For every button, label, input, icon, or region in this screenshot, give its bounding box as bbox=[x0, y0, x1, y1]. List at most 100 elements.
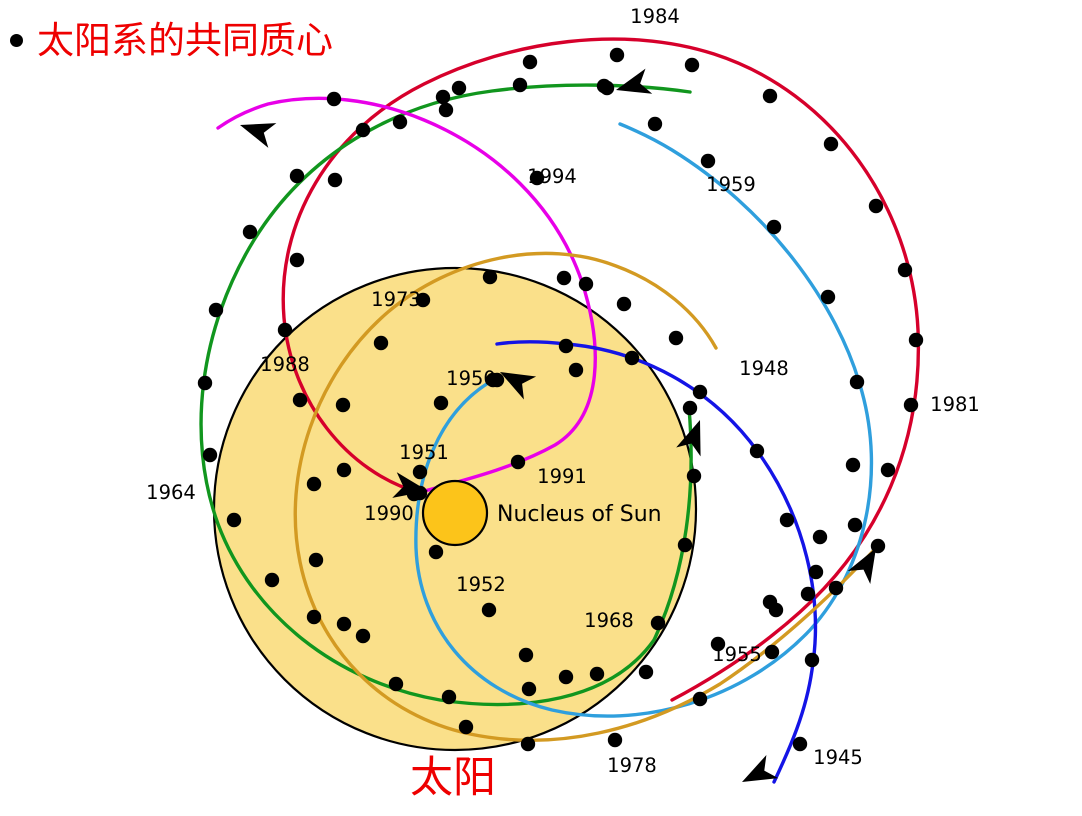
epoch-marker bbox=[512, 77, 528, 93]
magenta-arrow bbox=[240, 123, 277, 148]
lightblue-track bbox=[414, 122, 874, 718]
year-label-1964: 1964 bbox=[146, 481, 196, 504]
epoch-marker bbox=[686, 468, 702, 484]
direction-arrows bbox=[240, 68, 876, 782]
epoch-marker bbox=[558, 338, 574, 354]
epoch-marker bbox=[808, 564, 824, 580]
year-label-1988: 1988 bbox=[260, 353, 310, 376]
epoch-marker bbox=[522, 54, 538, 70]
year-label-1991: 1991 bbox=[537, 465, 587, 488]
year-label-1950: 1950 bbox=[446, 367, 496, 390]
magenta-track bbox=[216, 96, 597, 496]
epoch-marker bbox=[650, 615, 666, 631]
year-label-1981: 1981 bbox=[930, 393, 980, 416]
epoch-marker bbox=[373, 335, 389, 351]
year-label-1959: 1959 bbox=[706, 173, 756, 196]
epoch-marker bbox=[520, 736, 536, 752]
year-label-1978: 1978 bbox=[607, 754, 657, 777]
year-label-1973: 1973 bbox=[371, 288, 421, 311]
epoch-marker bbox=[510, 454, 526, 470]
epoch-marker bbox=[812, 529, 828, 545]
epoch-marker bbox=[226, 512, 242, 528]
epoch-marker bbox=[599, 80, 615, 96]
epoch-marker bbox=[800, 586, 816, 602]
nucleus-circle bbox=[421, 479, 489, 547]
epoch-marker bbox=[292, 392, 308, 408]
epoch-marker bbox=[903, 397, 919, 413]
epoch-marker bbox=[607, 732, 623, 748]
epoch-marker bbox=[762, 88, 778, 104]
gold-track bbox=[293, 251, 880, 742]
epoch-marker bbox=[779, 512, 795, 528]
nucleus-of-sun-label: Nucleus of Sun bbox=[497, 502, 662, 527]
year-label-1968: 1968 bbox=[584, 609, 634, 632]
year-label-1945: 1945 bbox=[813, 746, 863, 769]
year-label-1990: 1990 bbox=[364, 502, 414, 525]
epoch-marker bbox=[820, 289, 836, 305]
epoch-marker bbox=[609, 47, 625, 63]
epoch-marker bbox=[897, 262, 913, 278]
epoch-marker bbox=[438, 102, 454, 118]
epoch-marker bbox=[451, 80, 467, 96]
epoch-marker bbox=[558, 669, 574, 685]
lightblue-arrow bbox=[616, 68, 653, 94]
year-label-1948: 1948 bbox=[739, 357, 789, 380]
epoch-marker bbox=[242, 224, 258, 240]
epoch-marker bbox=[277, 322, 293, 338]
epoch-marker bbox=[355, 122, 371, 138]
epoch-marker bbox=[692, 384, 708, 400]
epoch-marker bbox=[433, 395, 449, 411]
epoch-marker bbox=[677, 537, 693, 553]
epoch-marker bbox=[849, 374, 865, 390]
green-arrow bbox=[676, 420, 701, 457]
red-track bbox=[281, 37, 921, 702]
epoch-marker bbox=[568, 362, 584, 378]
epoch-marker bbox=[412, 464, 428, 480]
epoch-marker bbox=[392, 114, 408, 130]
epoch-marker bbox=[308, 552, 324, 568]
orbit-tracks bbox=[197, 37, 924, 784]
year-label-1952: 1952 bbox=[456, 573, 506, 596]
epoch-marker bbox=[766, 219, 782, 235]
page-title: 太阳系的共同质心 bbox=[37, 19, 333, 62]
epoch-marker bbox=[616, 296, 632, 312]
epoch-marker bbox=[804, 652, 820, 668]
epoch-marker bbox=[335, 397, 351, 413]
epoch-marker bbox=[428, 544, 444, 560]
epoch-marker bbox=[336, 616, 352, 632]
epoch-marker bbox=[638, 664, 654, 680]
year-label-1984: 1984 bbox=[630, 5, 680, 28]
epoch-marker bbox=[264, 572, 280, 588]
page-title-block: 太阳系的共同质心 bbox=[10, 22, 333, 59]
gold-arrow bbox=[847, 548, 876, 584]
epoch-marker bbox=[306, 476, 322, 492]
epoch-marker bbox=[682, 400, 698, 416]
epoch-marker bbox=[197, 375, 213, 391]
year-label-1955: 1955 bbox=[712, 643, 762, 666]
epoch-marker bbox=[692, 691, 708, 707]
epoch-marker bbox=[435, 89, 451, 105]
epoch-marker bbox=[306, 609, 322, 625]
epoch-marker bbox=[529, 170, 545, 186]
sun-chinese-label: 太阳 bbox=[410, 753, 496, 803]
epoch-marker bbox=[556, 270, 572, 286]
epoch-marker bbox=[355, 628, 371, 644]
year-label-1951: 1951 bbox=[399, 441, 449, 464]
epoch-marker bbox=[481, 602, 497, 618]
epoch-marker bbox=[764, 644, 780, 660]
epoch-marker bbox=[868, 198, 884, 214]
epoch-marker bbox=[845, 457, 861, 473]
epoch-marker bbox=[458, 719, 474, 735]
epoch-marker bbox=[908, 332, 924, 348]
epoch-marker bbox=[589, 666, 605, 682]
epoch-marker bbox=[710, 636, 726, 652]
year-label-group: 1984195919941948198119881973195019511991… bbox=[146, 5, 980, 777]
epoch-marker bbox=[578, 276, 594, 292]
epoch-marker bbox=[289, 168, 305, 184]
epoch-marker bbox=[336, 462, 352, 478]
epoch-marker bbox=[700, 153, 716, 169]
epoch-marker bbox=[792, 736, 808, 752]
epoch-marker bbox=[518, 647, 534, 663]
